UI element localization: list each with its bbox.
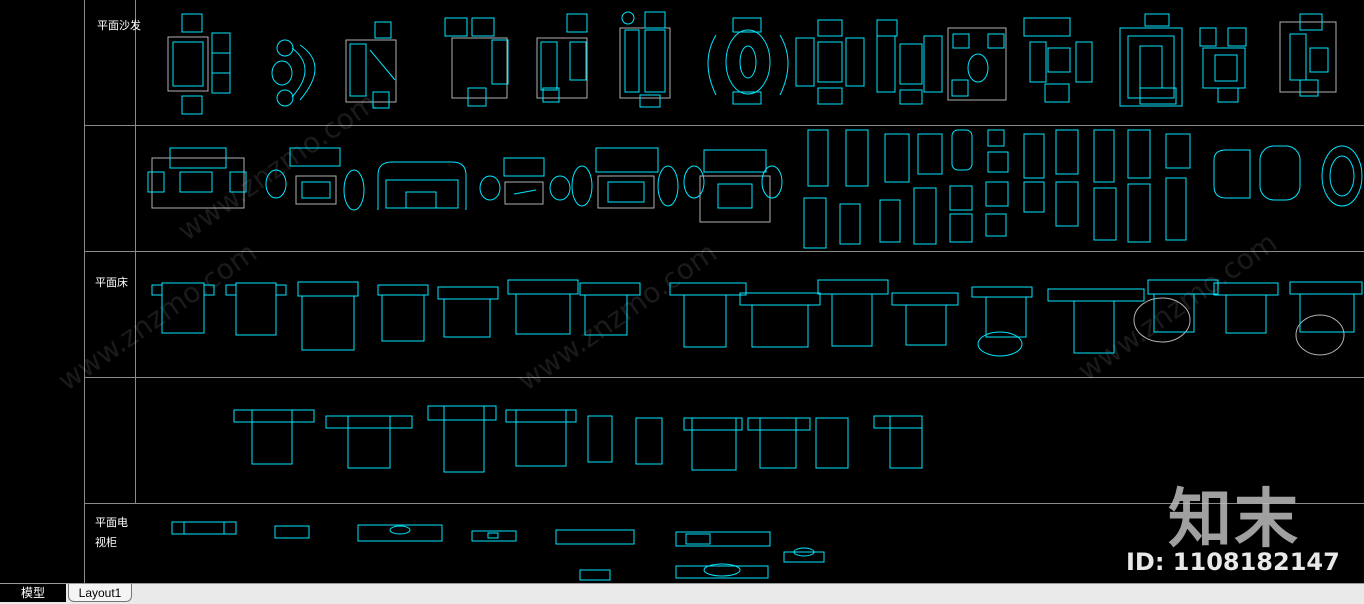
sofa-set-17 bbox=[377, 161, 467, 210]
sofa-set-10 bbox=[947, 27, 1007, 101]
sofa-set-11 bbox=[1023, 17, 1093, 103]
sofa-set-13 bbox=[1199, 27, 1247, 103]
brand-watermark: 知末 bbox=[1168, 483, 1300, 557]
sofa-set-15 bbox=[147, 147, 247, 209]
row-divider-1 bbox=[84, 125, 1364, 126]
left-frame-line bbox=[84, 0, 85, 583]
sofa-set-2 bbox=[271, 39, 316, 107]
asset-id-label: ID: 1108182147 bbox=[1126, 548, 1340, 576]
sofa-set-3 bbox=[345, 21, 397, 109]
sofa-set-12 bbox=[1119, 13, 1183, 107]
bed-row-4 bbox=[233, 405, 923, 473]
tv-cabinet-row-label: 平面电视柜 bbox=[95, 516, 128, 549]
tab-model[interactable]: 模型 bbox=[0, 584, 66, 602]
sofa-set-4 bbox=[444, 17, 509, 107]
furniture-linework bbox=[147, 11, 1363, 581]
sofa-set-9 bbox=[876, 19, 943, 105]
sofa-set-6 bbox=[619, 11, 671, 108]
cad-drawing-canvas[interactable]: 平面沙发 平面床 平面电视柜 www.znzmo.com www.znzmo.c… bbox=[0, 0, 1364, 583]
sofa-row-label: 平面沙发 bbox=[97, 19, 141, 32]
row-divider-2 bbox=[84, 251, 1364, 252]
sofa-set-1 bbox=[167, 13, 231, 115]
sofa-set-14 bbox=[1279, 13, 1337, 97]
sofa-set-7 bbox=[707, 17, 789, 105]
sofa-set-8 bbox=[795, 19, 865, 105]
sofa-set-20 bbox=[683, 149, 783, 223]
sofa-modules bbox=[803, 129, 1363, 249]
layout-tab-bar: 模型 Layout1 bbox=[0, 583, 1364, 604]
row-divider-3 bbox=[84, 377, 1364, 378]
sofa-set-19 bbox=[571, 147, 679, 209]
tv-cabinet-row bbox=[171, 521, 825, 581]
tab-layout1[interactable]: Layout1 bbox=[68, 584, 132, 602]
sofa-set-18 bbox=[479, 157, 571, 205]
sofa-set-5 bbox=[536, 13, 588, 103]
bed-row-3 bbox=[151, 279, 1363, 357]
sofa-set-16 bbox=[265, 147, 365, 211]
bed-row-label: 平面床 bbox=[95, 276, 128, 289]
row-divider-4 bbox=[84, 503, 1364, 504]
